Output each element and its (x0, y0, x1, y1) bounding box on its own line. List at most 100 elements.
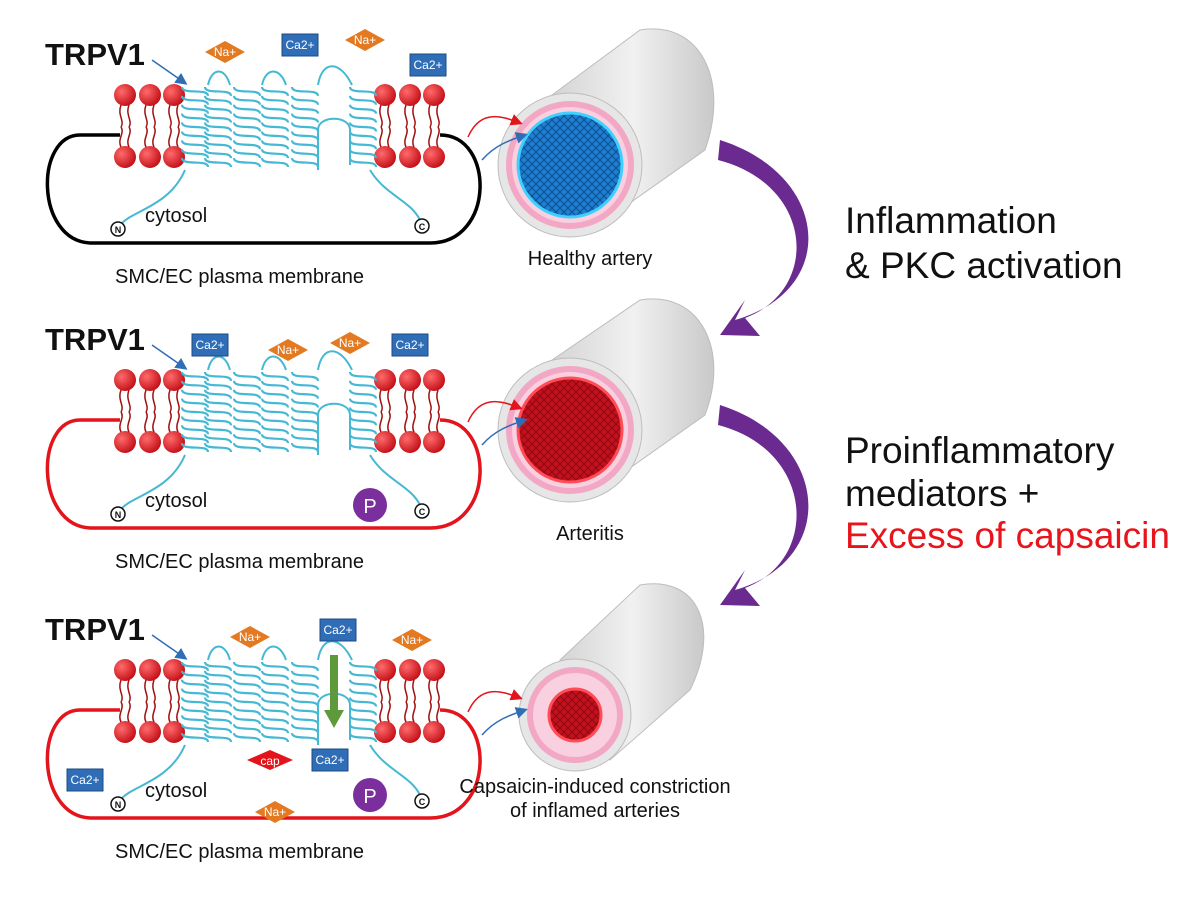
phospholipid (114, 659, 136, 743)
helix-segment (260, 661, 290, 743)
phospholipid (163, 659, 185, 743)
protein-label: TRPV1 (45, 322, 145, 357)
c-terminus-marker: C (414, 218, 430, 234)
calcium-ion: Ca2+ (191, 333, 229, 357)
helix-segment (232, 86, 262, 168)
phosphate-group: P (353, 778, 387, 812)
phosphate-label: P (363, 496, 376, 518)
phospholipid (139, 659, 161, 743)
ion-label: Na+ (339, 336, 361, 350)
transition-arrow-2 (718, 405, 809, 606)
helix-segment (180, 86, 210, 168)
lipid-head-top (139, 369, 161, 391)
capsaicin-ligand: cap (247, 750, 293, 770)
c-terminus-label: C (419, 222, 426, 232)
ion-label: Ca2+ (413, 58, 442, 72)
lipid-head-bottom (163, 146, 185, 168)
protein-label: TRPV1 (45, 37, 145, 72)
cytosol-label: cytosol (145, 205, 207, 227)
lipid-head-top (163, 659, 185, 681)
sodium-ion: Na+ (230, 626, 270, 648)
lipid-head-top (163, 84, 185, 106)
phosphate-group: P (353, 488, 387, 522)
phospholipid (399, 659, 421, 743)
artery-caption: Healthy artery (528, 248, 653, 270)
n-terminus-label: N (115, 510, 122, 520)
phospholipid (423, 84, 445, 168)
helix-segment (180, 661, 210, 743)
ion-label: Na+ (401, 633, 423, 647)
ion-label: Ca2+ (315, 753, 344, 767)
artery-group: Healthy arteryArteritisCapsaicin-induced… (459, 28, 731, 822)
transition-arrow-1 (718, 140, 809, 336)
connector-arrow-red (467, 114, 523, 138)
ion-label: Na+ (277, 343, 299, 357)
calcium-influx-arrow (324, 655, 344, 728)
connector-arrow-blue (481, 132, 528, 161)
transition-1-line1: Inflammation (845, 200, 1057, 241)
extracellular-loops (207, 65, 353, 86)
helix-segment (290, 661, 320, 743)
sodium-ion: Na+ (345, 29, 385, 51)
lipid-head-top (374, 369, 396, 391)
calcium-ion: Ca2+ (66, 768, 104, 792)
lipid-head-bottom (399, 146, 421, 168)
cytosol-label: cytosol (145, 780, 207, 802)
calcium-ion: Ca2+ (281, 33, 319, 57)
membrane-label: SMC/EC plasma membrane (115, 266, 364, 288)
artery-caption: of inflamed arteries (510, 800, 680, 822)
c-terminal-tail (369, 744, 421, 796)
lipid-head-top (423, 369, 445, 391)
protein-pointer-arrow (151, 344, 188, 370)
ion-label: Ca2+ (70, 773, 99, 787)
helix-segment (290, 86, 320, 168)
lipid-head-bottom (163, 431, 185, 453)
lipid-head-top (423, 659, 445, 681)
phospholipid (114, 369, 136, 453)
n-terminus-marker: N (110, 221, 126, 237)
sodium-ion: Na+ (205, 41, 245, 63)
phospholipid (423, 659, 445, 743)
protein-pointer-arrow (151, 634, 188, 660)
artery-healthy: Healthy artery (467, 28, 715, 270)
vessel-tube (551, 298, 715, 476)
vessel-lumen (547, 687, 603, 743)
sodium-ion: Na+ (330, 332, 370, 354)
connector-arrow-blue (481, 707, 528, 736)
transition-2-line1: Proinflammatory (845, 430, 1115, 471)
lipid-head-bottom (114, 721, 136, 743)
sodium-ion: Na+ (392, 629, 432, 651)
sodium-ion: Na+ (268, 339, 308, 361)
n-terminus-marker: N (110, 796, 126, 812)
artery-caption: Arteritis (556, 523, 624, 545)
protein-label: TRPV1 (45, 612, 145, 647)
helix-segment (180, 371, 210, 453)
helix-segment (348, 661, 378, 743)
phospholipid (399, 84, 421, 168)
transition-2-line2: mediators + (845, 473, 1039, 514)
phospholipid (139, 369, 161, 453)
lipid-head-top (374, 659, 396, 681)
lipid-head-bottom (374, 431, 396, 453)
connector-arrow-red (467, 399, 523, 423)
lipid-head-bottom (139, 431, 161, 453)
lipid-head-top (399, 369, 421, 391)
lipid-head-top (399, 659, 421, 681)
calcium-ion: Ca2+ (409, 53, 447, 77)
phospholipid (163, 369, 185, 453)
membrane-label: SMC/EC plasma membrane (115, 551, 364, 573)
lipid-head-top (374, 84, 396, 106)
connector-arrow-blue (481, 417, 528, 446)
helix-segment (203, 86, 233, 168)
lipid-head-top (139, 659, 161, 681)
ion-label: Na+ (354, 33, 376, 47)
artery-arteritis: Arteritis (467, 298, 715, 545)
lipid-head-bottom (399, 721, 421, 743)
lipid-head-bottom (399, 431, 421, 453)
helix-segment (232, 661, 262, 743)
cytosol-label: cytosol (145, 490, 207, 512)
ion-label: Ca2+ (285, 38, 314, 52)
ion-label: Na+ (214, 45, 236, 59)
lipid-head-bottom (163, 721, 185, 743)
